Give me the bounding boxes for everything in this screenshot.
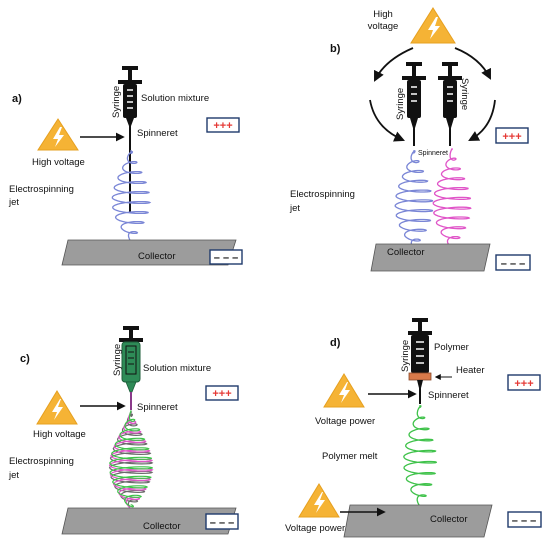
arrow-icon — [374, 47, 414, 82]
svg-text:+++: +++ — [502, 131, 521, 143]
spinneret-label: Spinneret — [418, 150, 448, 157]
jet-label-1: Electrospinning — [9, 456, 74, 467]
voltage-label-2: voltage — [368, 21, 399, 32]
negative-electrode-icon: – – – — [205, 513, 239, 530]
heater-label: Heater — [456, 365, 485, 376]
collector-label: Collector — [430, 514, 468, 525]
syringe-label: Syringe — [111, 86, 122, 118]
positive-electrode-icon: +++ — [205, 385, 239, 401]
svg-text:– – –: – – – — [210, 517, 234, 529]
jet-blue — [394, 149, 434, 251]
panel-b-label: b) — [330, 43, 341, 55]
svg-text:– – –: – – – — [214, 252, 238, 264]
polymer-label: Polymer — [434, 342, 469, 353]
syringe-label: Syringe — [400, 340, 411, 372]
high-voltage-warning-icon — [36, 390, 78, 425]
syringe-icon — [118, 66, 142, 212]
syringe-left-label: Syringe — [395, 88, 406, 120]
melt-label: Polymer melt — [322, 451, 378, 462]
voltage-label: High voltage — [33, 429, 86, 440]
negative-electrode-icon: – – – — [209, 249, 243, 265]
arrow-icon — [369, 99, 405, 142]
voltage-label: High voltage — [32, 157, 85, 168]
voltage-label-1: High — [373, 9, 393, 20]
panel-a: a) Syringe Solution mixture Spinneret Hi… — [8, 66, 243, 266]
voltage-bottom-label: Voltage power — [285, 523, 345, 534]
jet-green — [403, 404, 438, 508]
syringe-right-label: Syringe — [459, 78, 470, 110]
high-voltage-warning-icon — [323, 373, 365, 408]
solution-label: Solution mixture — [141, 93, 209, 104]
collector — [61, 239, 237, 266]
panel-c-label: c) — [20, 353, 30, 365]
panel-b: b) High voltage — [289, 7, 531, 272]
svg-text:+++: +++ — [514, 378, 533, 390]
jet-pink — [108, 411, 154, 510]
jet-label-1: Electrospinning — [9, 184, 74, 195]
jet-label-1: Electrospinning — [290, 189, 355, 200]
jet-label-2: jet — [8, 197, 19, 208]
svg-text:– – –: – – – — [501, 258, 525, 270]
high-voltage-warning-icon — [410, 7, 456, 44]
jet-label-2: jet — [8, 470, 19, 481]
solution-label: Solution mixture — [143, 363, 211, 374]
panel-a-label: a) — [12, 93, 22, 105]
collector-label: Collector — [387, 247, 425, 258]
collector — [343, 504, 493, 538]
negative-electrode-icon: – – – — [495, 254, 531, 271]
spinneret-label: Spinneret — [428, 390, 469, 401]
syringe-icon — [119, 326, 143, 410]
spinneret-label: Spinneret — [137, 402, 178, 413]
collector — [370, 243, 491, 272]
collector-label: Collector — [143, 521, 181, 532]
panel-d: d) Syringe Polymer Heater Spinneret Volt… — [285, 318, 542, 538]
jet-pink — [432, 148, 472, 249]
jet-green — [109, 410, 153, 508]
arrow-icon — [454, 47, 491, 80]
high-voltage-warning-icon — [37, 118, 79, 151]
syringe-label: Syringe — [112, 344, 123, 376]
positive-electrode-icon: +++ — [495, 127, 529, 144]
collector — [61, 507, 237, 535]
arrow-icon — [468, 99, 496, 142]
positive-electrode-icon: +++ — [507, 374, 541, 391]
svg-text:+++: +++ — [213, 120, 232, 132]
collector-label: Collector — [138, 251, 176, 262]
negative-electrode-icon: – – – — [507, 511, 542, 528]
spinneret-label: Spinneret — [137, 128, 178, 139]
high-voltage-warning-icon — [298, 483, 340, 518]
positive-electrode-icon: +++ — [206, 117, 240, 133]
syringe-icon — [408, 318, 432, 404]
jet-label-2: jet — [289, 203, 300, 214]
syringe-icon — [438, 62, 462, 146]
panel-d-label: d) — [330, 337, 341, 349]
jet-blue — [111, 149, 152, 244]
voltage-top-label: Voltage power — [315, 416, 375, 427]
syringe-icon — [402, 62, 426, 146]
panel-c: c) Syringe Solution mixture Spinneret Hi… — [8, 326, 239, 535]
svg-text:– – –: – – – — [512, 515, 536, 527]
svg-text:+++: +++ — [212, 388, 231, 400]
heater-band — [408, 372, 432, 381]
